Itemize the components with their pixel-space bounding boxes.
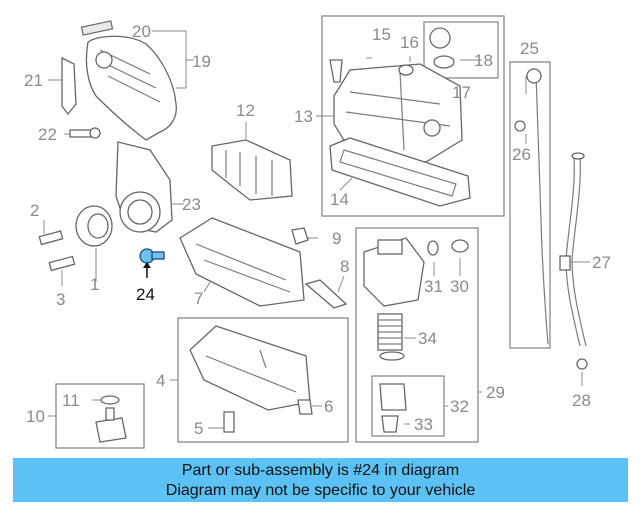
seal-ring-23-inner xyxy=(127,199,153,225)
oil-level-group-box xyxy=(509,61,551,349)
bolt-22-head xyxy=(89,127,101,139)
dipstick-handle xyxy=(526,68,542,84)
callout-19: 19 xyxy=(192,52,211,71)
clip-6 xyxy=(297,399,313,415)
dipstick-tube-2 xyxy=(571,155,587,347)
oil-pan-lower-detail xyxy=(205,349,297,393)
head-cover-gasket xyxy=(329,137,471,207)
callout-24: 24 xyxy=(136,285,155,304)
callout-7: 7 xyxy=(194,289,203,308)
bolt-24-arrowhead xyxy=(143,262,151,268)
timing-cover-hole xyxy=(95,51,113,69)
oil-filter-housing xyxy=(363,237,425,307)
oil-pan-lower xyxy=(189,325,311,411)
banner-line-2: Diagram may not be specific to your vehi… xyxy=(165,482,476,499)
callout-34: 34 xyxy=(418,329,437,348)
head-cover xyxy=(333,63,463,163)
callout-10: 10 xyxy=(26,407,45,426)
oil-filter-pleats xyxy=(378,319,402,345)
bolt-3 xyxy=(48,255,76,272)
oil-level-sensor xyxy=(95,417,127,443)
seal-31 xyxy=(427,240,439,256)
cap-seal xyxy=(433,55,455,69)
o-ring-26 xyxy=(514,120,526,132)
timing-cover-seal-21 xyxy=(61,56,77,116)
callout-30: 30 xyxy=(450,277,469,296)
callout-11: 11 xyxy=(62,391,80,410)
callout-5: 5 xyxy=(194,419,203,438)
callout-27: 27 xyxy=(592,253,611,272)
drain-plug-5 xyxy=(223,411,235,433)
callout-22: 22 xyxy=(38,125,57,144)
callout-23: 23 xyxy=(182,195,201,214)
bolt-15 xyxy=(329,59,343,83)
callout-21: 21 xyxy=(24,71,43,90)
callout-26: 26 xyxy=(512,145,531,164)
oil-level-sensor-stem xyxy=(105,407,115,421)
oil-filter-group-box xyxy=(355,227,479,443)
oil-pan-upper-detail xyxy=(195,243,291,293)
callout-8: 8 xyxy=(340,257,349,276)
dipstick-bracket xyxy=(559,255,571,271)
filter-cap-33 xyxy=(381,415,399,433)
oil-filter-housing-top xyxy=(377,239,403,255)
callout-32: 32 xyxy=(450,397,469,416)
dipstick xyxy=(535,73,549,345)
callout-20: 20 xyxy=(132,22,151,41)
callout-14: 14 xyxy=(330,190,349,209)
callout-16: 16 xyxy=(400,33,419,52)
bolt-24-shank xyxy=(151,251,165,260)
callout-6: 6 xyxy=(324,397,333,416)
plug-9 xyxy=(291,227,309,245)
callout-17: 17 xyxy=(452,83,471,102)
parts-diagram: 20 19 21 22 23 2 1 3 24 12 13 14 15 16 1… xyxy=(24,15,611,449)
seal-30 xyxy=(451,239,469,253)
bolt-22 xyxy=(69,129,93,138)
callout-4: 4 xyxy=(156,371,165,390)
oil-filler-cap xyxy=(429,27,451,49)
leader-lines xyxy=(43,30,590,429)
callout-33: 33 xyxy=(414,415,433,434)
info-banner: Part or sub-assembly is #24 in diagram D… xyxy=(13,458,628,502)
o-ring-34 xyxy=(379,351,405,361)
timing-cover-gasket xyxy=(80,20,114,36)
callout-2: 2 xyxy=(30,201,39,220)
callout-28: 28 xyxy=(572,391,591,410)
callout-29: 29 xyxy=(486,383,505,402)
head-cover-gasket-inner xyxy=(339,149,457,197)
dipstick-tube-top xyxy=(571,152,585,160)
oil-baffle xyxy=(211,139,293,201)
callout-18: 18 xyxy=(474,51,493,70)
callout-12: 12 xyxy=(236,101,255,120)
crank-pulley-inner xyxy=(87,213,109,239)
cap-seal-box xyxy=(423,21,499,79)
callout-1: 1 xyxy=(90,275,99,294)
callout-25: 25 xyxy=(520,39,539,58)
head-cover-port xyxy=(423,119,441,137)
oil-baffle-ribs xyxy=(225,150,273,196)
filter-cap-32 xyxy=(379,383,407,411)
o-ring-11 xyxy=(100,395,120,405)
callout-13: 13 xyxy=(294,107,313,126)
o-ring-28 xyxy=(576,358,588,370)
gasket-8 xyxy=(304,279,348,309)
callout-15: 15 xyxy=(372,25,391,44)
callout-31: 31 xyxy=(424,277,443,296)
callout-9: 9 xyxy=(332,229,341,248)
grommet-16 xyxy=(398,64,414,76)
banner-line-1: Part or sub-assembly is #24 in diagram xyxy=(181,462,460,479)
callout-3: 3 xyxy=(56,290,65,309)
bolt-2 xyxy=(38,230,64,246)
